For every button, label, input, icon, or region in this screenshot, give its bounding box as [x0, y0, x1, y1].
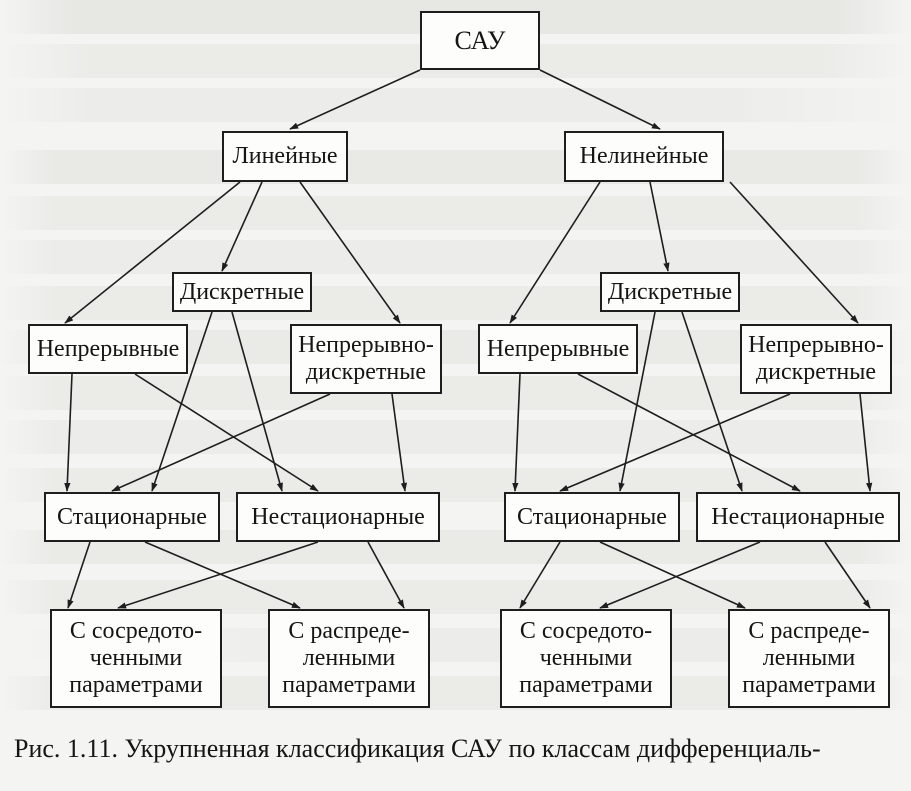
- edge-contdisc-stationary-l: [111, 393, 331, 492]
- edge-nonlinear-continuous: [509, 181, 601, 324]
- bleed-through-line: [0, 240, 911, 274]
- edge-nonlinear-contdisc: [729, 181, 859, 324]
- node-discrete-left: Дискретные: [172, 272, 312, 312]
- edge-nonstationary-lumped-l: [117, 541, 319, 609]
- node-nonstationary-left: Нестационарные: [236, 492, 440, 542]
- node-continuous-right: Непрерывные: [478, 324, 638, 374]
- node-sau: САУ: [420, 11, 540, 70]
- bleed-through-line: [0, 420, 911, 454]
- node-stationary-right: Стационарные: [504, 492, 680, 542]
- edge-nonstationary-distributed-r: [824, 541, 871, 609]
- node-contdisc-left: Непрерывно- дискретные: [290, 324, 442, 394]
- node-lumped-right: С сосредото- ченными параметрами: [500, 609, 672, 708]
- node-contdisc-right: Непрерывно- дискретные: [740, 324, 892, 394]
- edge-continuous-nonstationary-r: [577, 373, 801, 492]
- node-nonstationary-right: Нестационарные: [696, 492, 900, 542]
- edge-nonstationary-distributed-l: [367, 541, 405, 609]
- node-stationary-left: Стационарные: [44, 492, 220, 542]
- edge-discrete-nonstationary-r: [681, 311, 743, 492]
- node-linear: Линейные: [222, 131, 348, 182]
- edge-continuous-stationary-l: [64, 373, 73, 492]
- edge-discrete-stationary-r: [618, 311, 656, 492]
- edge-stationary-lumped-r: [519, 541, 561, 609]
- node-continuous-left: Непрерывные: [28, 324, 188, 374]
- edge-discrete-nonstationary-l: [231, 311, 283, 492]
- node-lumped-left: С сосредото- ченными параметрами: [50, 609, 222, 708]
- figure-caption: Рис. 1.11. Укрупненная классификация САУ…: [14, 734, 821, 763]
- edge-discrete-stationary-l: [151, 311, 213, 492]
- edge-root-nonlinear: [539, 69, 661, 130]
- bleed-through-line: [0, 150, 911, 184]
- node-distributed-left: С распреде- ленными параметрами: [268, 609, 430, 708]
- edge-linear-continuous: [64, 181, 241, 324]
- edge-root-linear: [289, 69, 421, 130]
- edge-nonstationary-lumped-r: [599, 541, 761, 609]
- node-discrete-right: Дискретные: [600, 272, 740, 312]
- edge-stationary-distributed-l: [144, 541, 301, 609]
- node-distributed-right: С распреде- ленными параметрами: [728, 609, 890, 708]
- edge-contdisc-nonstationary-l: [391, 393, 408, 492]
- edge-continuous-stationary-r: [512, 373, 521, 492]
- edge-continuous-nonstationary-l: [134, 373, 319, 492]
- edge-linear-contdisc: [299, 181, 401, 324]
- edge-linear-discrete: [221, 181, 263, 272]
- edge-contdisc-nonstationary-r: [859, 393, 873, 492]
- bleed-through-line: [0, 88, 911, 122]
- bleed-through-line: [0, 286, 911, 320]
- node-nonlinear: Нелинейные: [564, 131, 724, 182]
- edge-contdisc-stationary-r: [559, 393, 791, 492]
- edge-stationary-lumped-l: [67, 541, 91, 609]
- edge-stationary-distributed-r: [599, 541, 746, 609]
- edge-nonlinear-discrete: [649, 181, 670, 272]
